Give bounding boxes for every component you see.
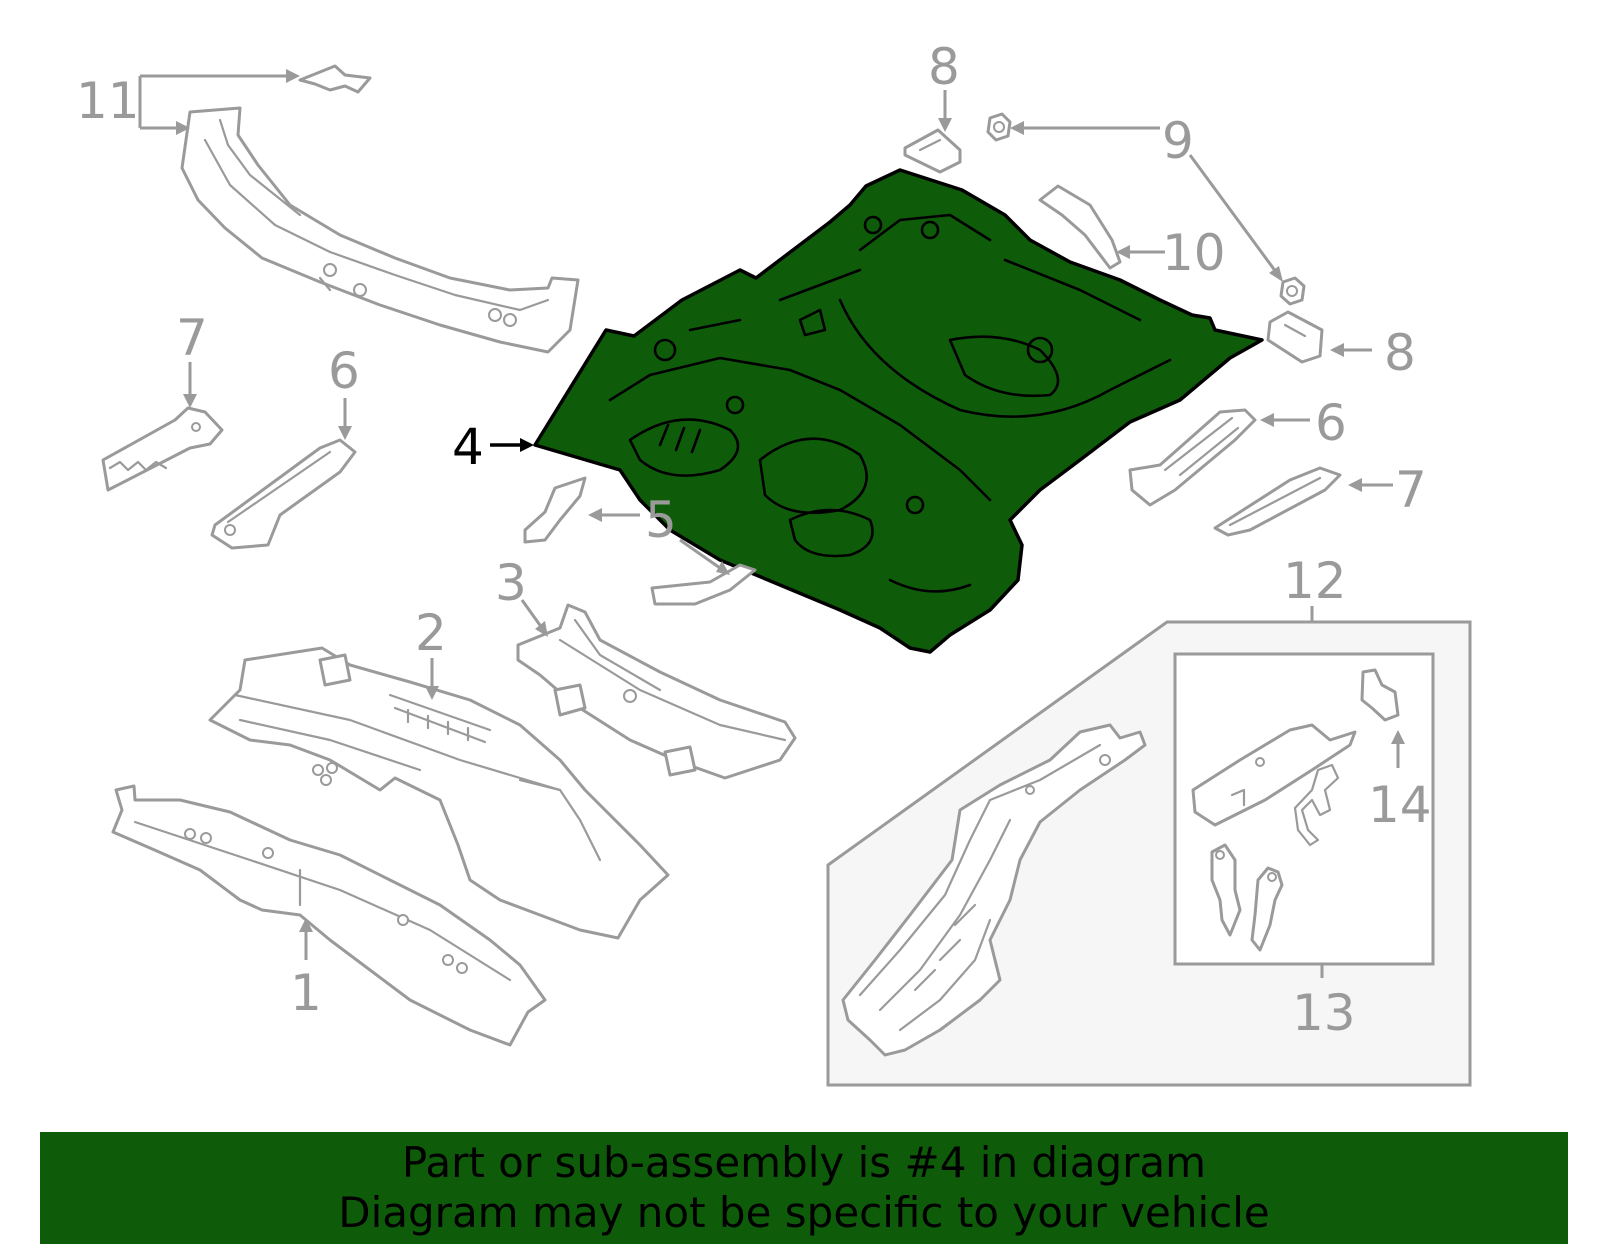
- part-8-top-bracket[interactable]: [903, 128, 962, 174]
- callout-5-leaders: [588, 508, 730, 575]
- part-8-right-bracket[interactable]: [1266, 310, 1324, 364]
- part-2-floor-crossmember[interactable]: [208, 646, 670, 940]
- part-13-bracket-left[interactable]: [1210, 843, 1242, 937]
- callout-6-left-leader: [338, 398, 352, 440]
- part-9-nut-right[interactable]: [1279, 276, 1306, 306]
- part-1-side-member[interactable]: [111, 784, 547, 1047]
- part-9-nut-top[interactable]: [986, 112, 1012, 142]
- callout-8-top-leader: [938, 90, 952, 132]
- callout-3: 3: [495, 554, 527, 612]
- callout-8-right: 8: [1384, 324, 1416, 382]
- part-13-clip[interactable]: [1293, 763, 1340, 847]
- part-4-rear-floor-pan[interactable]: [533, 168, 1264, 654]
- callout-12: 12: [1283, 552, 1347, 610]
- part-10-brace[interactable]: [1038, 184, 1122, 270]
- callout-13: 13: [1292, 984, 1356, 1042]
- part-5-brace-upper[interactable]: [523, 476, 587, 544]
- part-3-crossmember[interactable]: [516, 603, 797, 780]
- callout-10-leader: [1116, 245, 1165, 259]
- callout-1: 1: [290, 964, 322, 1022]
- callout-7-right: 7: [1395, 461, 1427, 519]
- part-11-rear-crossmember[interactable]: [180, 106, 580, 354]
- callout-9-leaders: [1010, 121, 1283, 282]
- callout-7-right-leader: [1348, 478, 1393, 492]
- callout-14: 14: [1368, 776, 1432, 834]
- callout-2-leader: [425, 658, 439, 700]
- part-7-right-bracket[interactable]: [1213, 466, 1342, 537]
- part-6-left-bracket[interactable]: [210, 438, 357, 550]
- callout-5: 5: [645, 491, 677, 549]
- callout-14-leader: [1391, 730, 1405, 768]
- banner-line-2: Diagram may not be specific to your vehi…: [338, 1188, 1270, 1237]
- part-6-right-bracket[interactable]: [1128, 408, 1257, 507]
- callout-8-right-leader: [1330, 343, 1372, 357]
- part-7-left-bracket[interactable]: [101, 406, 224, 492]
- part-13-bracket-long[interactable]: [1191, 723, 1357, 827]
- callout-3-leader: [520, 599, 548, 637]
- part-11-bracket[interactable]: [298, 64, 372, 94]
- callout-10: 10: [1162, 224, 1226, 282]
- callout-9: 9: [1162, 112, 1194, 170]
- callout-8-top: 8: [928, 38, 960, 96]
- callout-2: 2: [415, 604, 447, 662]
- callout-4: 4: [452, 418, 484, 476]
- callout-11: 11: [76, 72, 140, 130]
- callout-6-right: 6: [1315, 394, 1347, 452]
- callout-6-right-leader: [1260, 413, 1310, 427]
- callout-7-left: 7: [176, 309, 208, 367]
- callout-7-left-leader: [183, 362, 197, 408]
- callout-1-leader: [299, 918, 313, 960]
- part-12-rail[interactable]: [841, 723, 1147, 1057]
- callout-4-leader: [490, 438, 534, 452]
- callout-6-left: 6: [328, 342, 360, 400]
- callout-11-leaders: [138, 69, 300, 135]
- part-14-bracket[interactable]: [1360, 668, 1400, 722]
- banner-line-1: Part or sub-assembly is #4 in diagram: [401, 1138, 1207, 1187]
- info-banner: Part or sub-assembly is #4 in diagram Di…: [40, 1132, 1568, 1244]
- part-5-brace-lower[interactable]: [650, 563, 757, 606]
- part-13-bracket-right[interactable]: [1250, 866, 1284, 952]
